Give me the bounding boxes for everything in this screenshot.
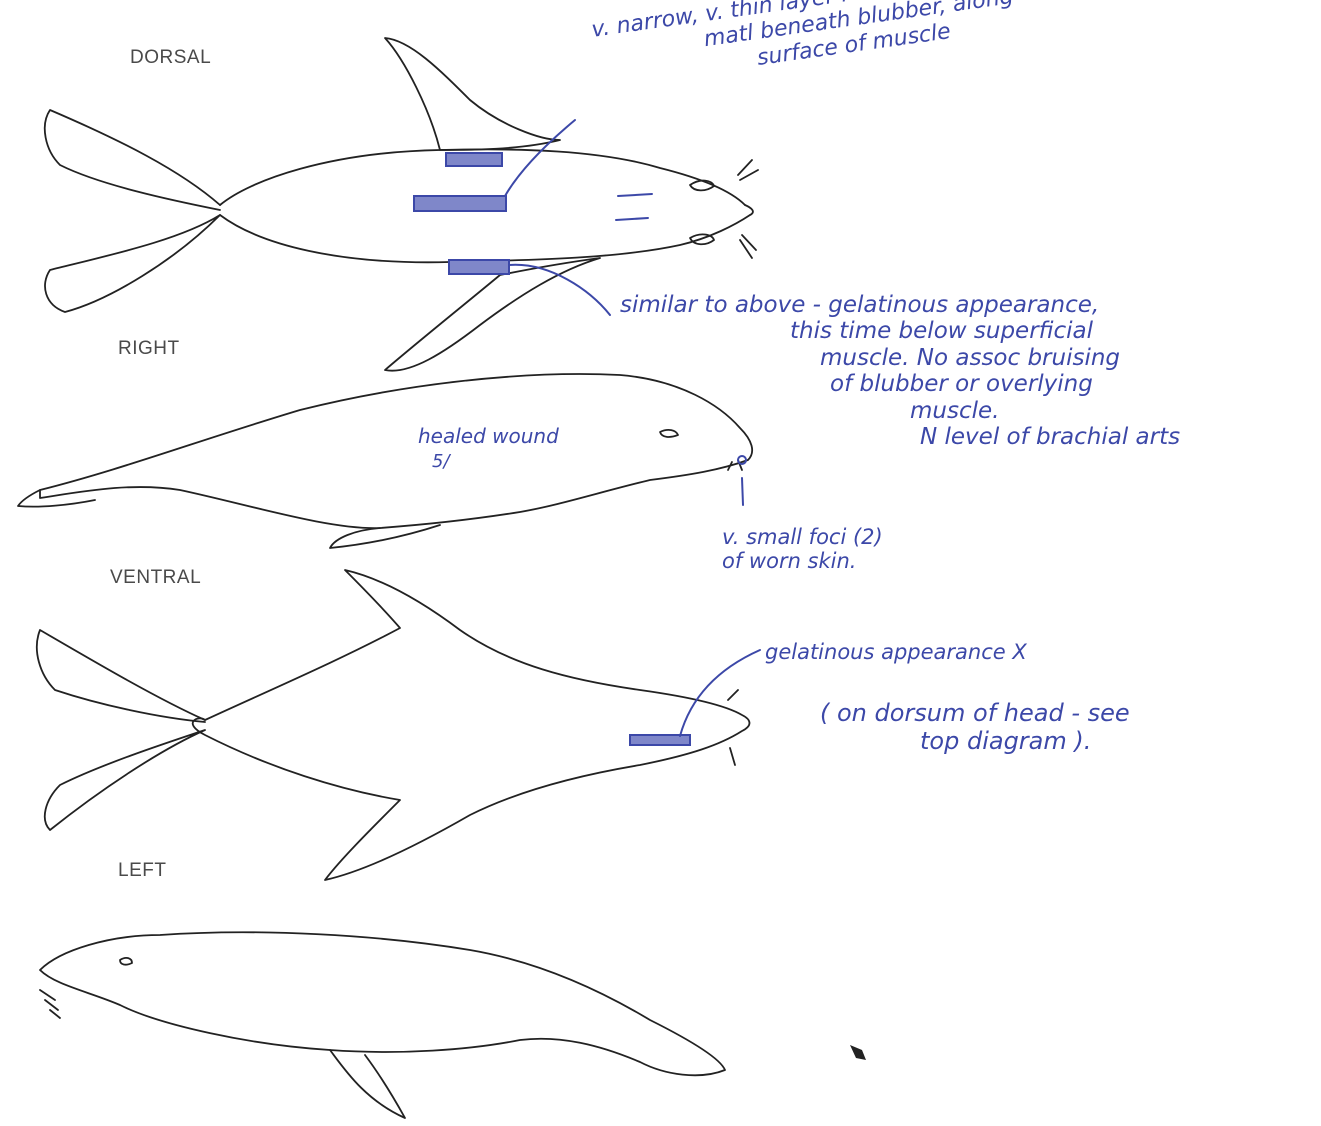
view-label-dorsal: DORSAL	[130, 47, 211, 69]
leader-dorsal-note	[505, 120, 575, 196]
note-gelatinous-ventral: gelatinous appearance X	[765, 640, 1027, 664]
note-foci-line-1: v. small foci (2)	[722, 525, 883, 549]
leader-similar-note	[509, 265, 610, 315]
note-healed-wound: healed wound	[418, 425, 559, 448]
note-similar-finding: similar to above - gelatinous appearance…	[620, 292, 1180, 451]
ventral-seal-outline	[37, 570, 750, 880]
dorsal-lesions	[414, 153, 652, 274]
view-label-right: RIGHT	[118, 338, 180, 360]
note-similar-line-4: of blubber or overlying	[620, 371, 1180, 397]
note-foci-line-2: of worn skin.	[722, 549, 883, 573]
note-small-foci: v. small foci (2) of worn skin.	[722, 525, 883, 573]
view-label-ventral: VENTRAL	[110, 567, 201, 589]
left-seal-outline	[40, 932, 725, 1118]
note-similar-line-6: N level of brachial arts	[620, 424, 1180, 450]
right-foci-mark	[742, 478, 743, 505]
note-dorsum-line-2: top diagram ).	[820, 728, 1130, 756]
note-similar-line-3: muscle. No assoc bruising	[620, 345, 1180, 371]
note-similar-line-1: similar to above - gelatinous appearance…	[620, 292, 1180, 318]
note-healed-wound-size: 5/	[432, 452, 450, 473]
leader-ventral-note	[680, 650, 760, 736]
ventral-lesion	[630, 735, 690, 745]
stray-ink-mark	[850, 1045, 866, 1060]
note-similar-line-2: this time below superficial	[620, 318, 1180, 344]
note-similar-line-5: muscle.	[620, 398, 1180, 424]
note-dorsum-reference: ( on dorsum of head - see top diagram ).	[820, 700, 1130, 755]
note-dorsum-line-1: ( on dorsum of head - see	[820, 700, 1130, 728]
view-label-left: LEFT	[118, 860, 166, 882]
